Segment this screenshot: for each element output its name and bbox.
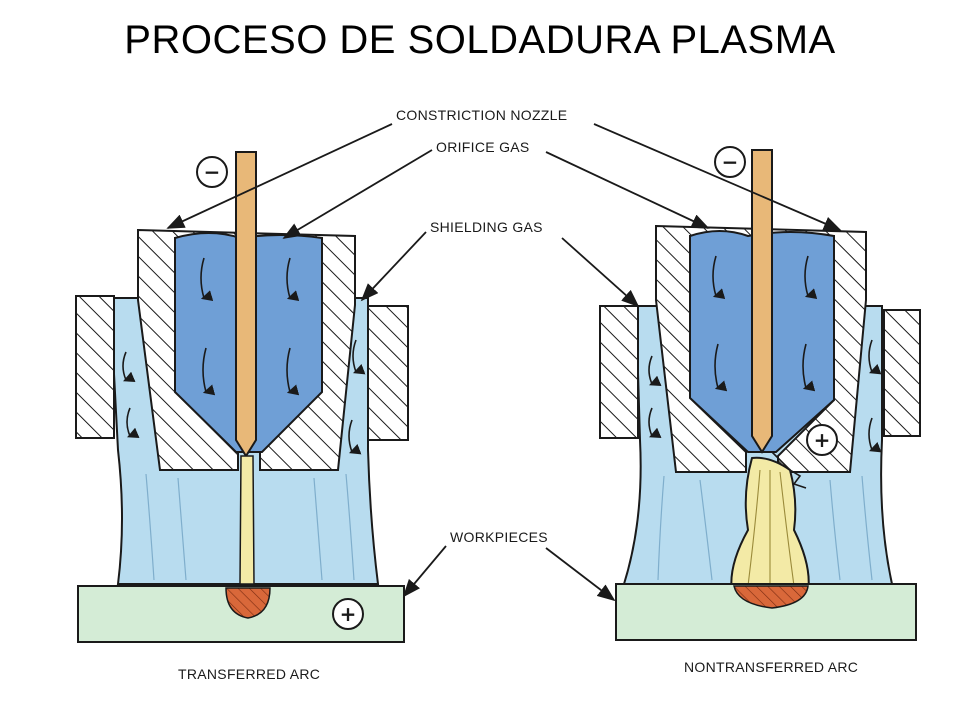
left-shield-cup-left xyxy=(75,295,115,439)
page-title: PROCESO DE SOLDADURA PLASMA xyxy=(124,18,836,62)
left-positive-terminal xyxy=(332,598,364,630)
right-positive-terminal xyxy=(806,424,838,456)
left-plasma-arc xyxy=(239,455,255,585)
left-weld-pool xyxy=(225,587,271,619)
right-torch: − + xyxy=(599,146,921,641)
left-torch: − + xyxy=(75,151,409,643)
label-orifice-gas: ORIFICE GAS xyxy=(436,139,530,155)
label-constriction-nozzle: CONSTRICTION NOZZLE xyxy=(396,107,567,123)
right-shield-cup-left xyxy=(599,305,639,439)
caption-nontransferred-arc: NONTRANSFERRED ARC xyxy=(684,659,858,675)
label-shielding-gas: SHIELDING GAS xyxy=(430,219,543,235)
right-shield-cup-right xyxy=(883,309,921,437)
caption-transferred-arc: TRANSFERRED ARC xyxy=(178,666,320,682)
left-electrode xyxy=(235,151,257,458)
right-workpiece xyxy=(615,583,917,641)
right-negative-terminal xyxy=(714,146,746,178)
label-workpieces: WORKPIECES xyxy=(450,529,548,545)
right-positive-sign: + xyxy=(814,428,831,452)
left-negative-sign: − xyxy=(204,160,221,184)
right-electrode xyxy=(751,149,773,454)
left-negative-terminal xyxy=(196,156,228,188)
leader-lines xyxy=(166,123,842,602)
right-weld-pool xyxy=(733,585,809,609)
right-negative-sign: − xyxy=(722,150,739,174)
left-positive-sign: + xyxy=(340,602,357,626)
left-shield-cup-right xyxy=(367,305,409,441)
